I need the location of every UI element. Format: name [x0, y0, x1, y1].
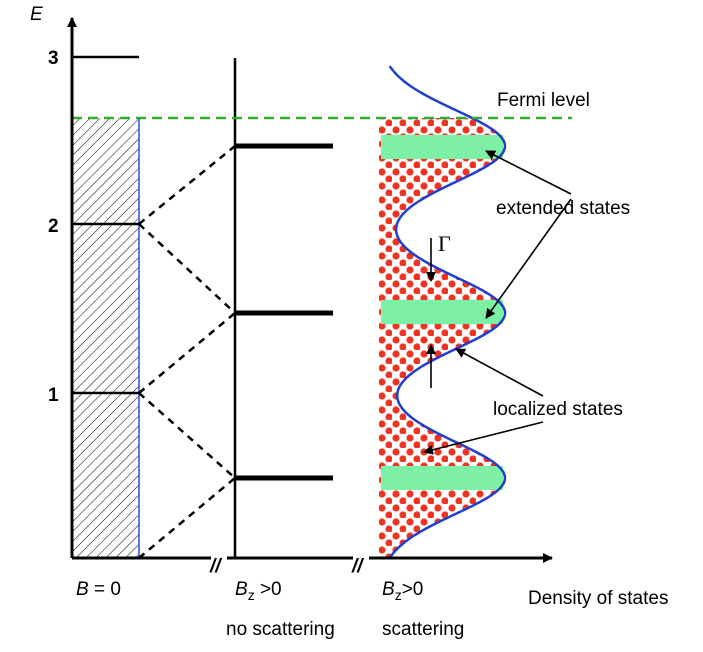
dos-axis-label: Density of states — [528, 588, 668, 609]
gamma-label: Γ — [438, 231, 451, 256]
panel-label-no-scattering: Bz >0 — [235, 579, 282, 603]
axis-break-2: // — [351, 556, 364, 577]
filled-states-box — [72, 118, 139, 558]
panel-label-scattering: Bz>0 — [382, 579, 423, 603]
panel-label-b0: B = 0 — [76, 579, 121, 600]
density-of-states-curve — [388, 65, 507, 559]
annotation-arrows — [423, 150, 572, 455]
caption-scattering: scattering — [382, 619, 464, 640]
extended-states-band-2 — [381, 300, 503, 324]
extended-states-label: extended states — [496, 198, 630, 219]
caption-no-scattering: no scattering — [226, 619, 335, 640]
dashed-connectors — [138, 145, 236, 559]
axis-break-gap-1 — [211, 552, 227, 564]
tick-label-2: 2 — [48, 216, 59, 237]
axis-break-1: // — [209, 556, 222, 577]
energy-axis-label: E — [30, 4, 43, 25]
tick-label-1: 1 — [48, 385, 59, 406]
localized-states-label: localized states — [493, 399, 623, 420]
axis-break-gap-2 — [353, 552, 369, 564]
tick-label-3: 3 — [48, 48, 59, 69]
fermi-level-label: Fermi level — [497, 90, 590, 111]
extended-states-band-3 — [381, 135, 503, 159]
extended-states-band-1 — [381, 466, 503, 490]
